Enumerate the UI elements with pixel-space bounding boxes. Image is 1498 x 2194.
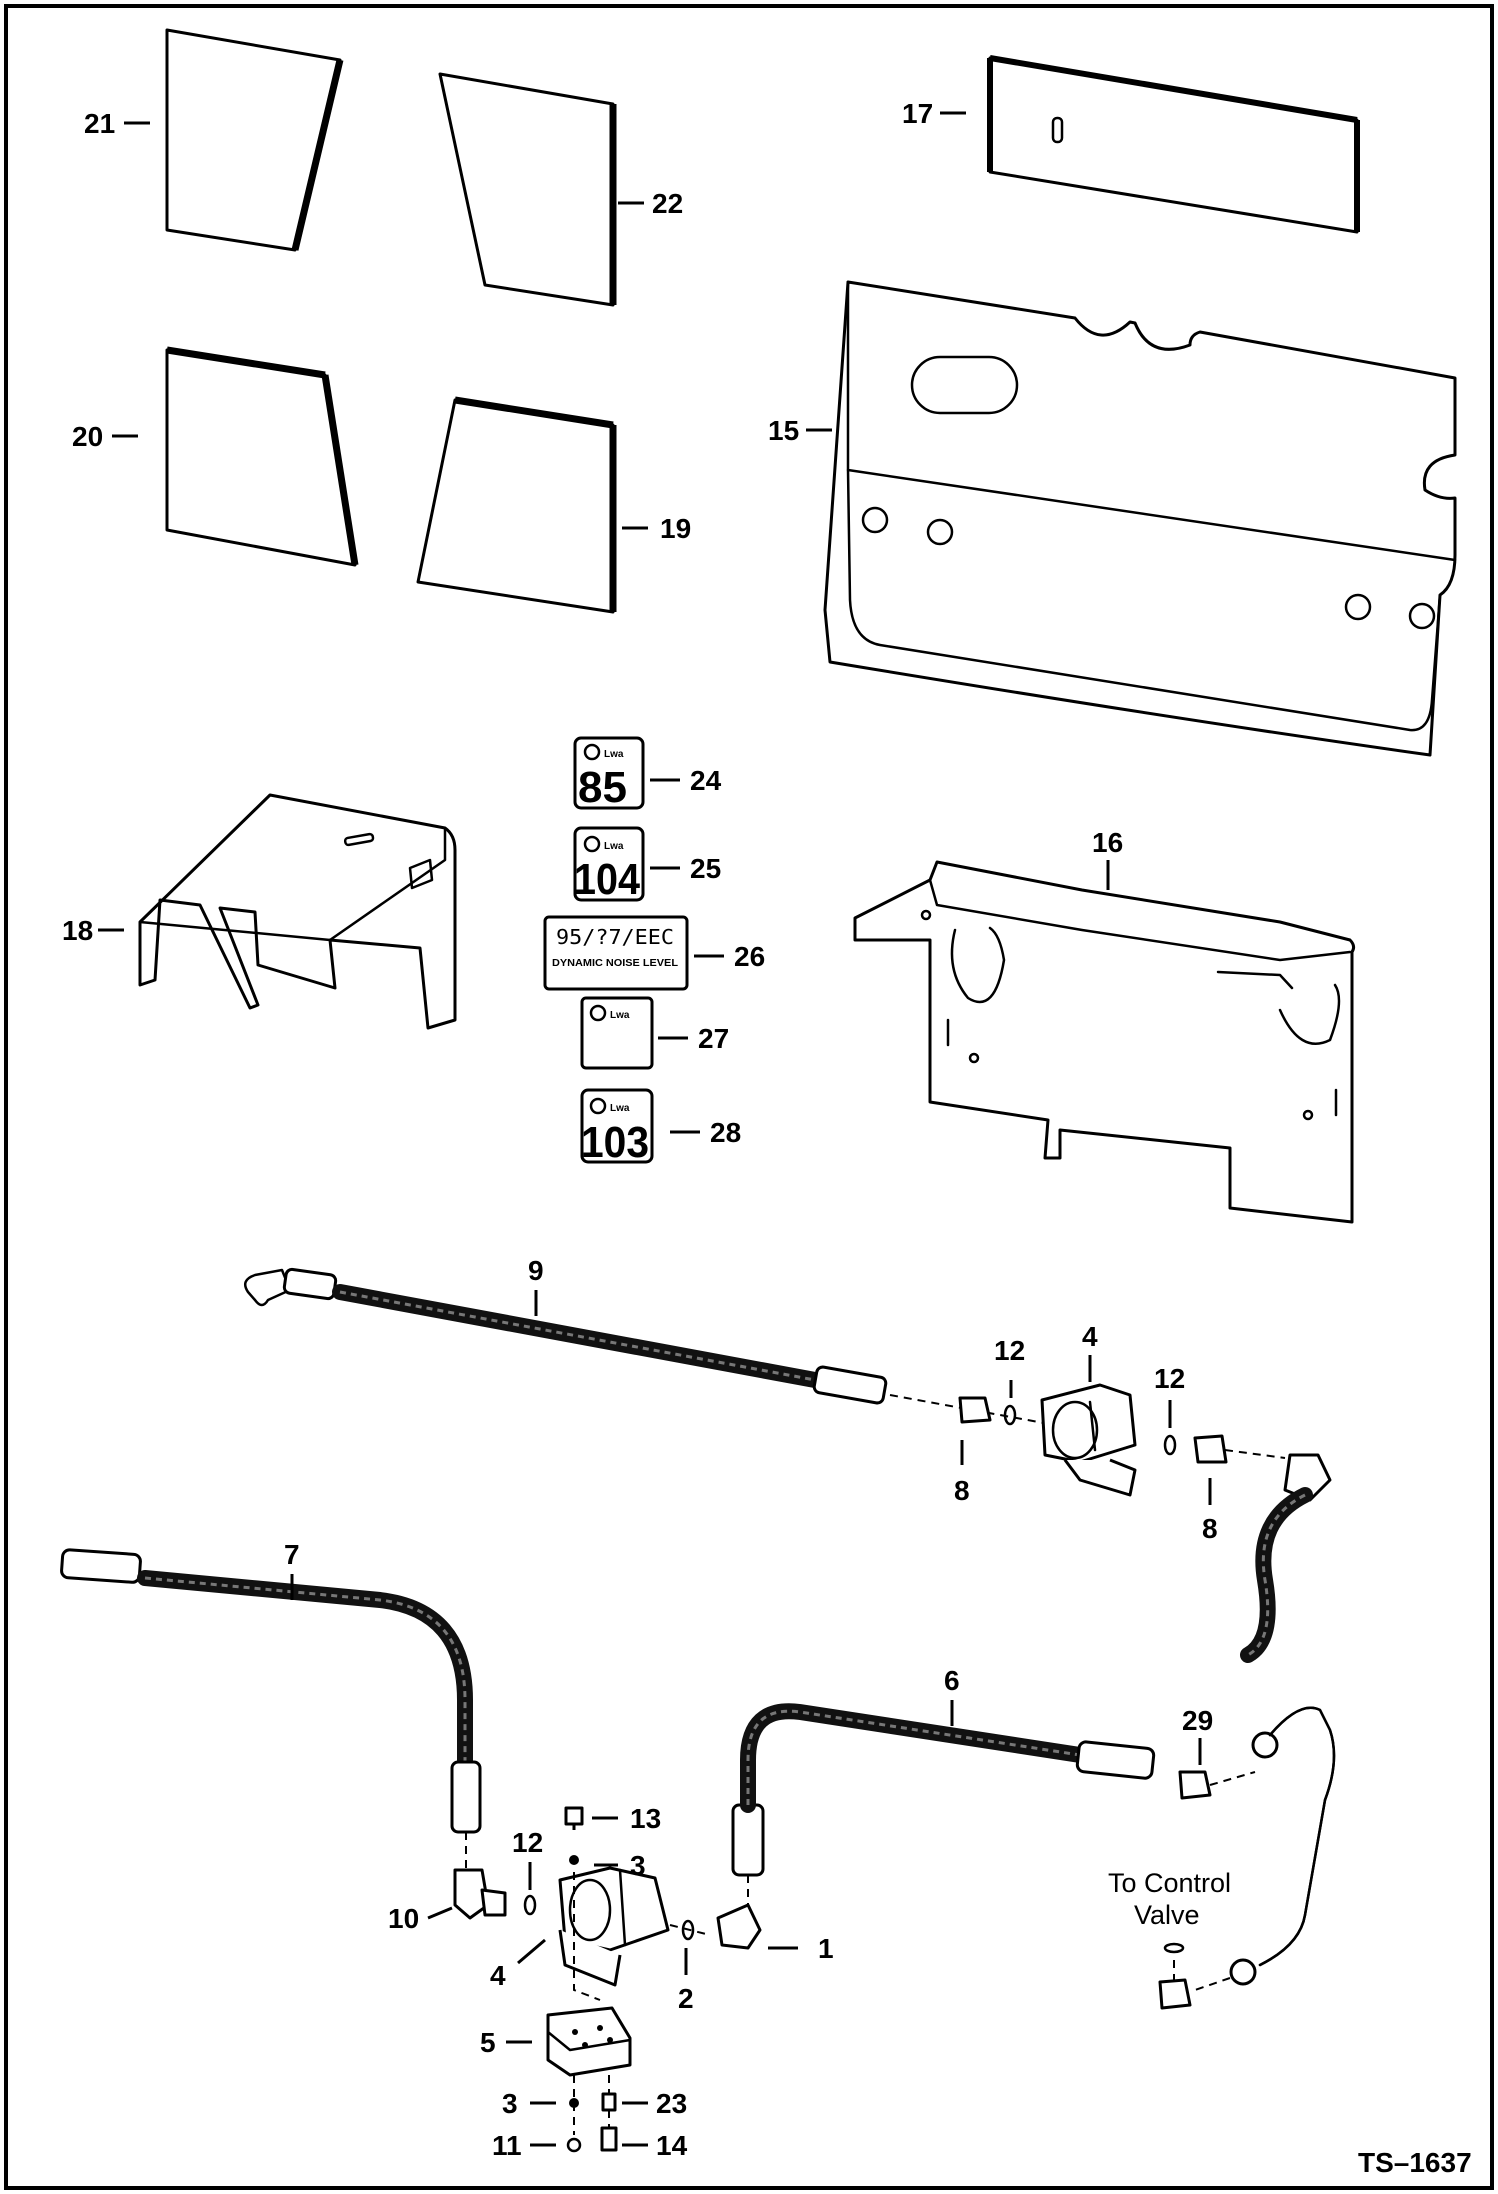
figure-id: TS–1637 bbox=[1358, 2147, 1472, 2178]
callout-25: 25 bbox=[690, 853, 721, 884]
callout-15: 15 bbox=[768, 415, 799, 446]
part-9-hose bbox=[243, 1267, 1111, 1436]
part-16-bracket bbox=[853, 860, 1356, 1224]
decal-25-lwa: Lwa bbox=[604, 841, 624, 852]
callout-14: 14 bbox=[656, 2130, 688, 2161]
callout-28: 28 bbox=[710, 1117, 741, 1148]
part-2-oring bbox=[669, 1919, 711, 1941]
part-4-filter-upper bbox=[1040, 1383, 1137, 1497]
part-19-pad bbox=[416, 396, 617, 614]
callout-19: 19 bbox=[660, 513, 691, 544]
part-12-oring-upper-left bbox=[1003, 1404, 1017, 1426]
callout-13: 13 bbox=[630, 1803, 661, 1834]
callout-21: 21 bbox=[84, 108, 115, 139]
decal-26-directive: 95/?7/EEC bbox=[556, 925, 674, 949]
callout-8-left: 8 bbox=[954, 1475, 970, 1506]
callout-23: 23 bbox=[656, 2088, 687, 2119]
diagram-frame bbox=[4, 4, 1494, 2190]
part-29-fitting bbox=[1178, 1770, 1256, 1800]
part-13-bolt bbox=[564, 1806, 584, 1830]
control-valve-tube bbox=[1194, 1706, 1336, 1991]
callout-16: 16 bbox=[1092, 827, 1123, 858]
decal-27-lwa: Lwa bbox=[610, 1010, 630, 1021]
callout-17: 17 bbox=[902, 98, 933, 129]
callout-6: 6 bbox=[944, 1665, 960, 1696]
part-17-bar bbox=[987, 55, 1360, 234]
part-6-hose bbox=[731, 1703, 1156, 1905]
callout-10: 10 bbox=[388, 1903, 419, 1934]
callout-9: 9 bbox=[528, 1255, 544, 1286]
callout-5: 5 bbox=[480, 2027, 496, 2058]
decal-28-value: 103 bbox=[581, 1118, 649, 1167]
part-23-bushing bbox=[601, 2075, 617, 2112]
callout-12-upper-left: 12 bbox=[994, 1335, 1025, 1366]
part-12-oring-upper-right bbox=[1163, 1434, 1177, 1456]
control-valve-fitting bbox=[1158, 1942, 1192, 2010]
part-4-filter-lower bbox=[558, 1866, 670, 1987]
part-15-plate bbox=[823, 280, 1457, 757]
callout-4-lower: 4 bbox=[490, 1960, 506, 1991]
part-10-elbow bbox=[453, 1868, 507, 1920]
decal-28: Lwa 103 bbox=[580, 1088, 654, 1167]
note-line-1: To Control bbox=[1108, 1868, 1231, 1898]
leader-lines bbox=[98, 111, 1212, 2147]
part-7-hose bbox=[60, 1548, 482, 1870]
callout-20: 20 bbox=[72, 421, 103, 452]
decal-27: Lwa bbox=[580, 996, 654, 1070]
decal-25: Lwa 104 bbox=[573, 826, 645, 904]
elbow-hose-upper-right bbox=[1240, 1453, 1332, 1663]
part-8-fitting-upper-left bbox=[958, 1396, 992, 1424]
callout-29: 29 bbox=[1182, 1705, 1213, 1736]
callout-11: 11 bbox=[492, 2130, 522, 2161]
callout-27: 27 bbox=[698, 1023, 729, 1054]
callout-4-upper: 4 bbox=[1082, 1321, 1098, 1352]
part-18-cover bbox=[138, 793, 457, 1030]
part-21-pad bbox=[165, 28, 344, 252]
callout-26: 26 bbox=[734, 941, 765, 972]
part-11-nut bbox=[566, 2075, 582, 2153]
decal-24-lwa: Lwa bbox=[604, 749, 624, 760]
part-1-elbow bbox=[716, 1903, 762, 1950]
callouts: 21 22 20 19 17 15 18 16 24 25 26 27 28 9… bbox=[62, 98, 1218, 2161]
decal-25-value: 104 bbox=[574, 855, 640, 904]
callout-12-upper-right: 12 bbox=[1154, 1363, 1185, 1394]
part-20-pad bbox=[165, 346, 359, 567]
callout-18: 18 bbox=[62, 915, 93, 946]
part-22-pad bbox=[438, 72, 617, 307]
decal-24-value: 85 bbox=[578, 763, 627, 812]
decal-26: 95/?7/EEC DYNAMIC NOISE LEVEL bbox=[543, 915, 689, 991]
callout-8-right: 8 bbox=[1202, 1513, 1218, 1544]
part-5-mount-plate bbox=[546, 2006, 632, 2077]
callout-3-lower: 3 bbox=[502, 2088, 518, 2119]
part-14-bolt bbox=[600, 2110, 618, 2152]
part-3-washer-upper bbox=[569, 1855, 601, 2001]
callout-3-upper: 3 bbox=[630, 1850, 646, 1881]
part-8-fitting-upper-right bbox=[1193, 1434, 1286, 1464]
callout-12-lower: 12 bbox=[512, 1827, 543, 1858]
decal-26-caption: DYNAMIC NOISE LEVEL bbox=[552, 958, 678, 969]
callout-7: 7 bbox=[284, 1539, 300, 1570]
note-line-2: Valve bbox=[1134, 1900, 1200, 1930]
callout-2: 2 bbox=[678, 1983, 694, 2014]
decal-28-lwa: Lwa bbox=[610, 1103, 630, 1114]
callout-1: 1 bbox=[818, 1933, 834, 1964]
callout-22: 22 bbox=[652, 188, 683, 219]
part-12-oring-lower bbox=[523, 1894, 537, 1916]
callout-24: 24 bbox=[690, 765, 722, 796]
decal-24: Lwa 85 bbox=[573, 736, 645, 812]
